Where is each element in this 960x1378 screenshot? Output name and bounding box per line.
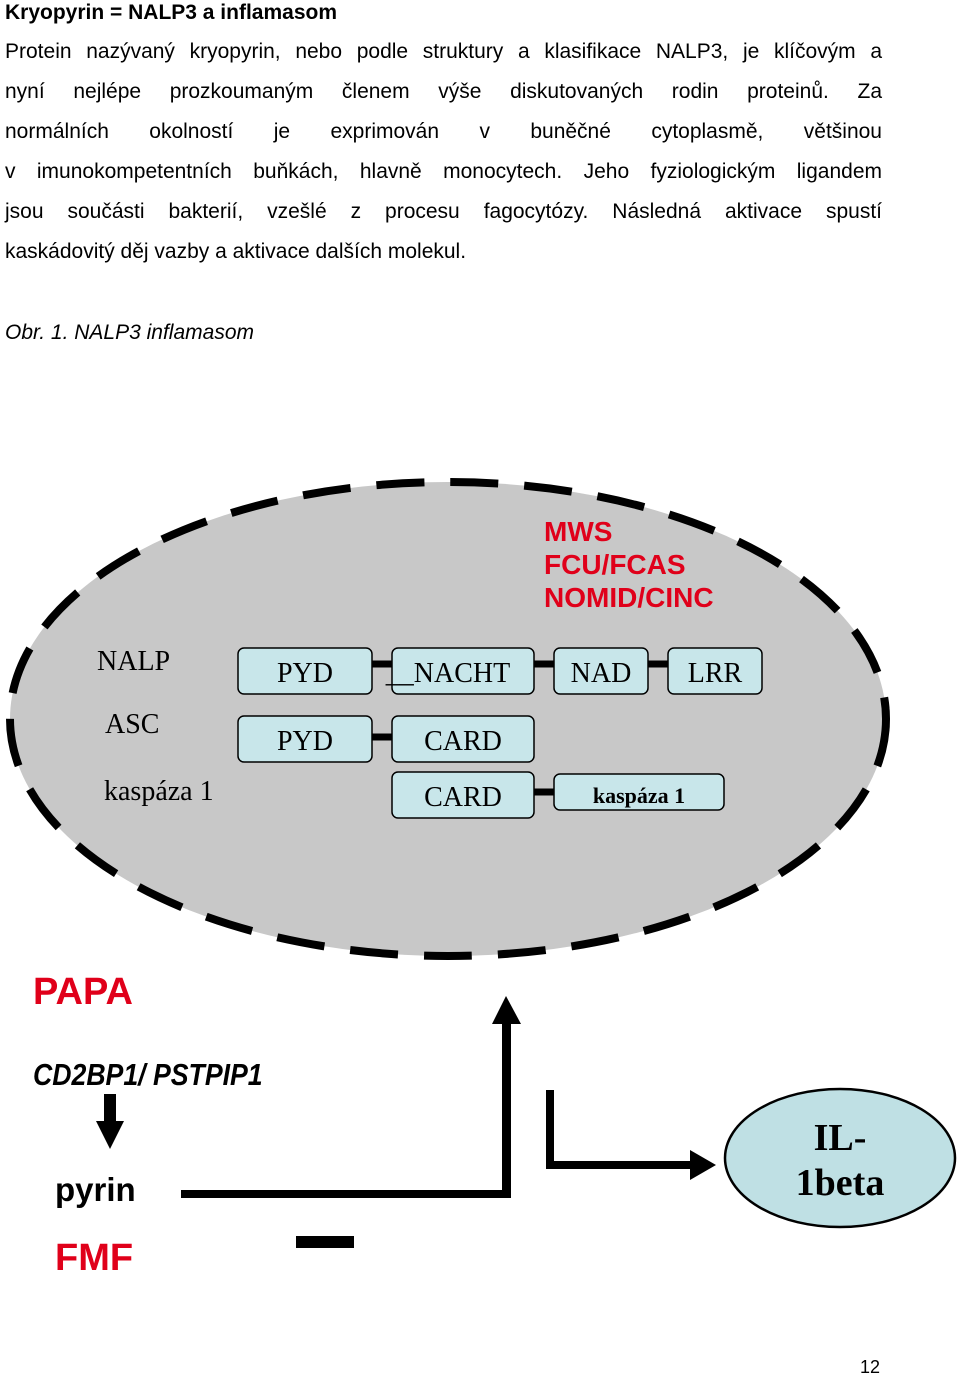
domain-label: LRR (688, 658, 743, 689)
domain-label: kaspáza 1 (593, 783, 685, 808)
up-arrow-icon (492, 996, 521, 1024)
il1beta-label-line2: 1beta (796, 1162, 885, 1204)
page-number: 12 (860, 1357, 881, 1377)
domain-box-asc-pyd (237, 715, 373, 763)
paragraph-line: jsou součásti bakterií, vzešlé z procesu… (5, 200, 882, 223)
syndrome-label: FCU/FCAS (544, 549, 686, 580)
row-label-asc: ASC (105, 709, 159, 740)
down-arrow-icon (96, 1094, 124, 1149)
papa-label: PAPA (33, 971, 133, 1013)
syndrome-label: MWS (544, 516, 612, 547)
domain-label: NAD (571, 658, 632, 689)
pyrin-label: pyrin (55, 1171, 136, 1208)
figure-caption: Obr. 1. NALP3 inflamasom (5, 321, 254, 344)
paragraph-line: Protein nazývaný kryopyrin, nebo podle s… (5, 40, 882, 63)
domain-label: CARD (424, 726, 502, 757)
pathway-line (546, 1090, 554, 1168)
gene-label: CD2BP1/ PSTPIP1 (33, 1058, 263, 1092)
pathway-line (181, 1190, 511, 1198)
domain-label: PYD (277, 726, 333, 757)
domain-box-nalp-nacht (391, 647, 535, 695)
pathway-line (546, 1161, 694, 1169)
paragraph-line: v imunokompetentních buňkách, hlavně mon… (5, 160, 882, 183)
inhibition-bar (296, 1236, 354, 1248)
domain-box-nalp-pyd (237, 647, 373, 695)
paragraph-line: nyní nejlépe prozkoumaným členem výše di… (5, 80, 882, 103)
paragraph-line: kaskádovitý děj vazby a aktivace dalších… (5, 240, 467, 263)
domain-box-casp-card (391, 771, 535, 819)
domain-box-nalp-nad (553, 647, 649, 695)
syndrome-label: NOMID/CINC (544, 582, 714, 613)
il1beta-label-line1: IL- (814, 1117, 867, 1159)
fmf-label: FMF (55, 1237, 133, 1279)
il1beta-ellipse (723, 1087, 957, 1229)
domain-box-nalp-lrr (667, 647, 763, 695)
section-heading: Kryopyrin = NALP3 a inflamasom (5, 1, 338, 24)
domain-label: CARD (424, 782, 502, 813)
right-arrow-icon (690, 1150, 716, 1180)
row-label-caspase: kaspáza 1 (104, 776, 214, 807)
domain-label: __NACHT (385, 658, 510, 689)
domain-box-casp-kaspaza (553, 773, 725, 811)
pathway-line (502, 1018, 511, 1196)
row-label-nalp: NALP (97, 646, 170, 677)
paragraph-line: normálních okolností je exprimován v bun… (5, 120, 882, 143)
domain-box-asc-card (391, 715, 535, 763)
domain-label: PYD (277, 658, 333, 689)
